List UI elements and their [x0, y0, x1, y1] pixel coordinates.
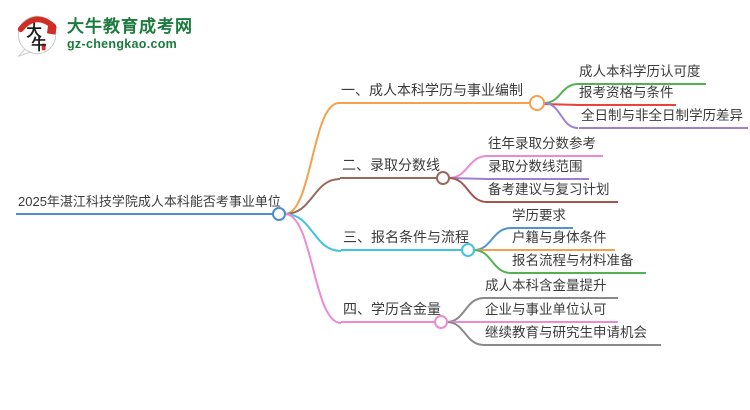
leaf-node-2-3[interactable]: 备考建议与复习计划: [486, 181, 618, 203]
branch-node-3[interactable]: 三、报名条件与流程: [341, 229, 469, 251]
link-b1-leaf1: [543, 83, 579, 104]
leaf-node-4-2-label: 企业与事业单位认可: [485, 302, 607, 317]
leaf-node-1-2[interactable]: 报考资格与条件: [577, 84, 676, 106]
branch-node-3-label: 三、报名条件与流程: [343, 229, 469, 245]
leaf-node-4-3[interactable]: 继续教育与研究生申请机会: [483, 324, 661, 346]
leaf-node-1-2-label: 报考资格与条件: [579, 85, 674, 100]
leaf-node-3-2[interactable]: 户籍与身体条件: [510, 229, 615, 251]
site-name: 大牛教育成考网: [67, 16, 193, 36]
svg-text:牛: 牛: [31, 35, 46, 53]
branch1-node-circle[interactable]: [529, 95, 545, 111]
leaf-node-1-3[interactable]: 全日制与非全日制学历差异: [579, 107, 748, 129]
leaf-node-2-2[interactable]: 录取分数线范围: [486, 158, 589, 180]
leaf-node-4-1-label: 成人本科含金量提升: [485, 278, 607, 293]
link-b1-leaf2: [543, 103, 580, 106]
link-b4-leaf1: [446, 297, 485, 323]
branch4-node-circle[interactable]: [434, 315, 448, 329]
branch-node-1[interactable]: 一、成人本科学历与事业编制: [339, 82, 530, 104]
logo-text: 大牛教育成考网 gz-chengkao.com: [67, 17, 193, 52]
site-logo[interactable]: 大 牛 大牛教育成考网 gz-chengkao.com: [14, 11, 193, 57]
leaf-node-1-3-label: 全日制与非全日制学历差异: [581, 108, 743, 123]
logo-bull-icon: 大 牛: [17, 15, 57, 57]
link-b4-leaf3: [446, 321, 485, 346]
leaf-node-2-1[interactable]: 往年录取分数参考: [486, 135, 603, 157]
link-b2-leaf2: [448, 177, 489, 180]
leaf-node-2-1-label: 往年录取分数参考: [488, 136, 596, 151]
leaf-node-2-2-label: 录取分数线范围: [488, 159, 583, 174]
svg-text:大: 大: [26, 22, 42, 40]
leaf-node-3-1[interactable]: 学历要求: [510, 207, 573, 229]
link-root-branch1: [284, 102, 340, 215]
leaf-node-3-2-label: 户籍与身体条件: [512, 230, 607, 245]
branch-node-2-label: 二、录取分数线: [342, 157, 440, 173]
link-root-branch4: [284, 213, 342, 324]
leaf-node-3-3-label: 报名流程与材料准备: [512, 253, 634, 268]
branch3-node-circle[interactable]: [461, 243, 475, 257]
link-b3-leaf1: [473, 227, 512, 251]
root-node-label: 2025年湛江科技学院成人本科能否考事业单位: [18, 194, 281, 209]
link-b1-leaf3: [543, 102, 579, 129]
branch-node-4[interactable]: 四、学历含金量: [341, 301, 441, 323]
leaf-node-1-1-label: 成人本科学历认可度: [579, 64, 701, 79]
root-node[interactable]: 2025年湛江科技学院成人本科能否考事业单位: [16, 193, 281, 215]
leaf-node-4-1[interactable]: 成人本科含金量提升: [483, 277, 618, 299]
link-root-branch2: [284, 178, 341, 215]
link-b3-leaf3: [473, 249, 512, 274]
branch-node-1-label: 一、成人本科学历与事业编制: [341, 82, 523, 98]
leaf-node-4-3-label: 继续教育与研究生申请机会: [485, 325, 647, 340]
leaf-node-1-1[interactable]: 成人本科学历认可度: [577, 63, 706, 85]
site-url: gz-chengkao.com: [67, 36, 178, 51]
branch-node-4-label: 四、学历含金量: [343, 301, 441, 317]
link-b2-leaf3: [448, 177, 488, 203]
link-root-branch3: [284, 213, 342, 252]
root-node-circle[interactable]: [272, 207, 286, 221]
branch2-node-circle[interactable]: [436, 171, 450, 185]
leaf-node-3-3[interactable]: 报名流程与材料准备: [510, 252, 646, 274]
leaf-node-4-2[interactable]: 企业与事业单位认可: [483, 301, 618, 323]
leaf-node-3-1-label: 学历要求: [512, 208, 566, 223]
branch-node-2[interactable]: 二、录取分数线: [340, 157, 440, 179]
link-b2-leaf1: [448, 155, 488, 179]
leaf-node-2-3-label: 备考建议与复习计划: [488, 182, 610, 197]
